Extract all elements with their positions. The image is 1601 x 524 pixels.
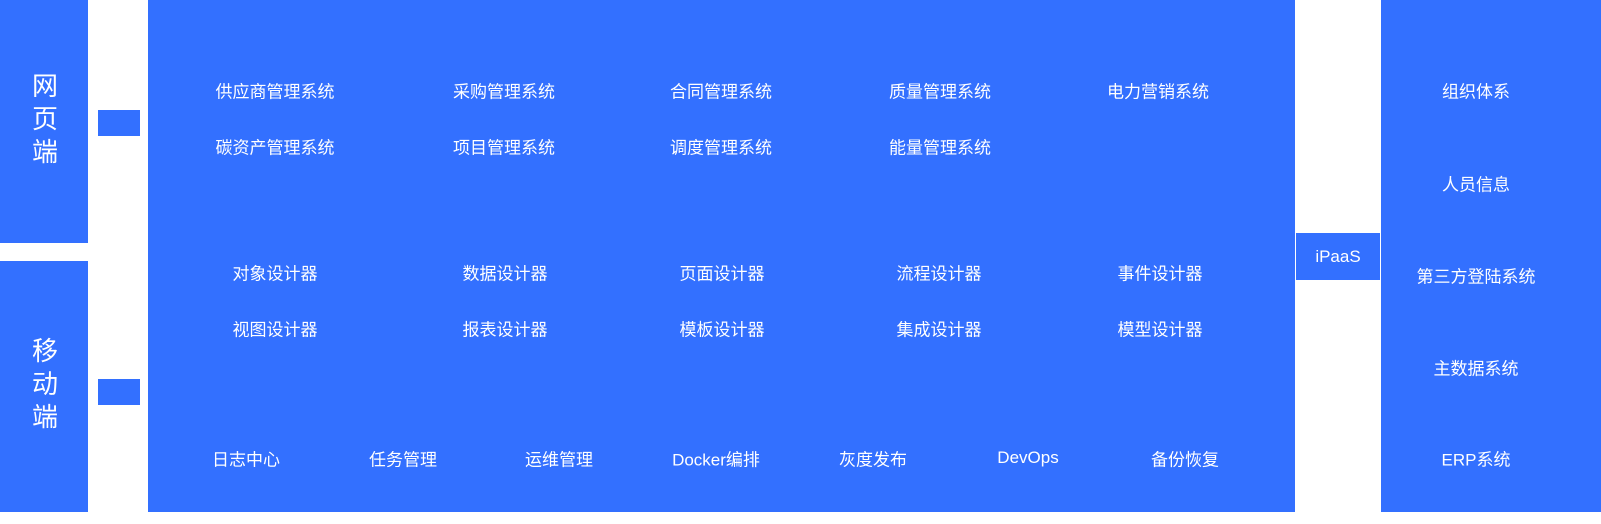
designer-label: 数据设计器: [462, 264, 548, 284]
web-connector: [98, 110, 140, 136]
mobile-connector: [98, 379, 140, 405]
app-label: 项目管理系统: [453, 138, 555, 158]
external-system-label: 组织体系: [1442, 82, 1510, 102]
designer-label: 页面设计器: [679, 264, 765, 284]
mobile-client-panel: 移动端: [0, 261, 88, 512]
ops-label: DevOps: [997, 448, 1059, 467]
app-label: 合同管理系统: [670, 82, 772, 102]
designer-label: 集成设计器: [896, 320, 982, 340]
designer-label: 报表设计器: [462, 320, 548, 340]
designer-label: 模板设计器: [679, 320, 765, 340]
ipaas-label: iPaaS: [1315, 246, 1361, 266]
ops-label: Docker编排: [672, 450, 760, 470]
designer-label: 视图设计器: [232, 320, 318, 340]
ipaas-block: iPaaS: [1296, 233, 1380, 280]
ops-label: 灰度发布: [839, 450, 907, 470]
platform-panel: 供应商管理系统 采购管理系统 合同管理系统 质量管理系统 电力营销系统 碳资产管…: [148, 0, 1295, 512]
external-system-label: 人员信息: [1442, 175, 1510, 195]
app-label: 电力营销系统: [1107, 82, 1209, 102]
external-system-label: 第三方登陆系统: [1416, 267, 1536, 287]
designer-label: 模型设计器: [1117, 320, 1203, 340]
mobile-client-label: 移动端: [28, 337, 59, 436]
app-label: 调度管理系统: [670, 138, 772, 158]
external-system-label: ERP系统: [1441, 450, 1511, 470]
app-label: 供应商管理系统: [215, 82, 335, 102]
app-label: 质量管理系统: [889, 82, 991, 102]
ops-label: 日志中心: [212, 450, 280, 470]
app-label: 采购管理系统: [453, 82, 555, 102]
web-client-label: 网页端: [28, 72, 59, 171]
web-client-panel: 网页端: [0, 0, 88, 243]
ops-label: 备份恢复: [1151, 450, 1219, 470]
designer-label: 流程设计器: [896, 264, 982, 284]
designer-label: 对象设计器: [232, 264, 318, 284]
designer-label: 事件设计器: [1117, 264, 1203, 284]
ops-label: 运维管理: [525, 450, 593, 470]
app-label: 能量管理系统: [889, 138, 991, 158]
external-systems-panel: 组织体系 人员信息 第三方登陆系统 主数据系统 ERP系统: [1381, 0, 1601, 512]
external-system-label: 主数据系统: [1433, 359, 1519, 379]
ops-label: 任务管理: [369, 450, 437, 470]
app-label: 碳资产管理系统: [215, 138, 335, 158]
